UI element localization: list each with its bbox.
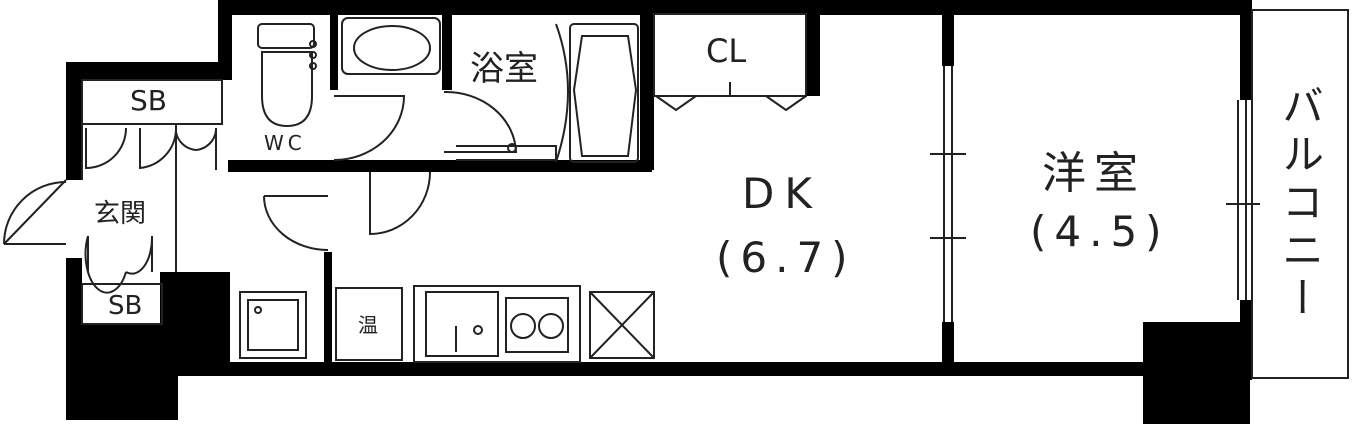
- closet-label: CL: [706, 32, 746, 70]
- sb-bottom-box: [81, 283, 163, 325]
- fixture-lines: [3, 9, 1349, 379]
- entrance-door: [3, 179, 67, 245]
- balcony-label: バルコニー: [1276, 84, 1325, 324]
- fridge-space: [589, 291, 655, 359]
- dk-size-label: (6.7): [716, 233, 856, 282]
- washing-machine: [239, 291, 307, 359]
- kitchen-sink: [425, 291, 499, 357]
- sb-top-box: [81, 79, 223, 125]
- toilet-bowl: [261, 51, 313, 128]
- sb-top-label: SB: [130, 84, 167, 117]
- bath-label: 浴室: [470, 49, 538, 89]
- toilet-tank: [257, 23, 315, 49]
- washbasin-bowl: [353, 25, 431, 71]
- water-heater-label: 温: [358, 313, 378, 337]
- entrance-label: 玄関: [94, 199, 146, 229]
- dk-name-label: DK: [742, 169, 822, 218]
- walls: [66, 0, 1252, 424]
- water-heater: [335, 287, 403, 361]
- bathtub: [569, 23, 639, 163]
- western-name-label: 洋室: [1042, 148, 1146, 199]
- wc-label: WC: [264, 131, 306, 155]
- washbasin-counter: [341, 17, 441, 75]
- sb-bottom-label: SB: [108, 291, 142, 321]
- balcony-frame: [1251, 9, 1349, 379]
- western-size-label: (4.5): [1030, 207, 1170, 256]
- stove: [505, 297, 569, 353]
